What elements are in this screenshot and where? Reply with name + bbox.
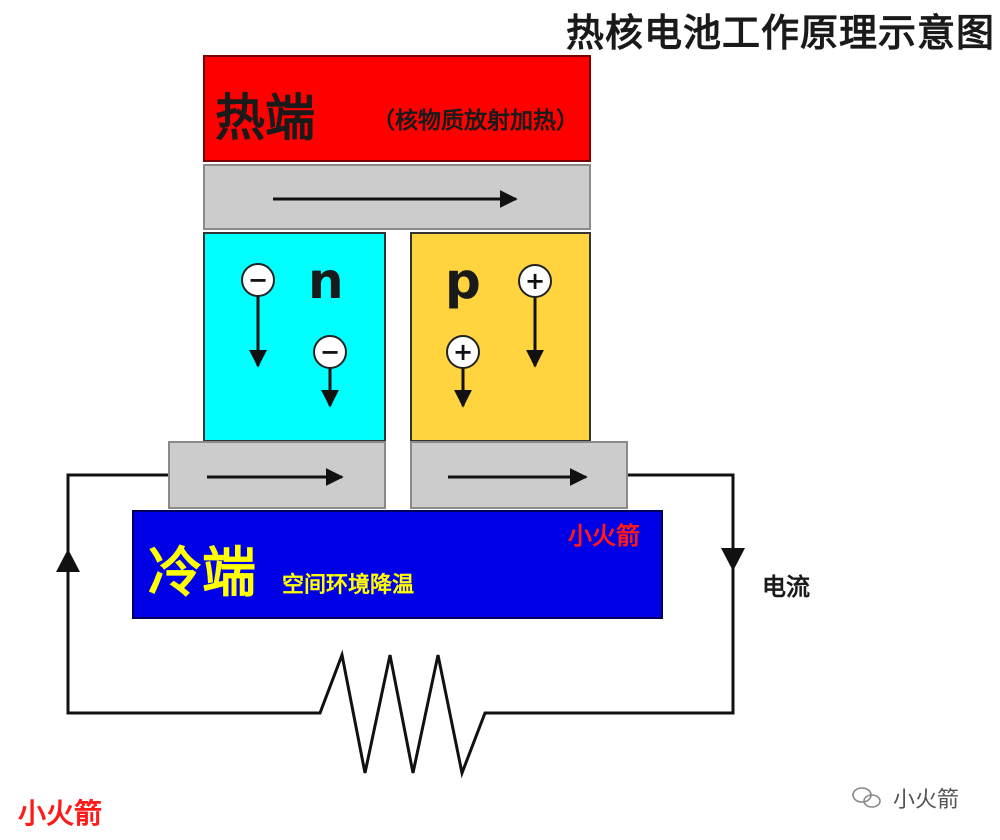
electron-symbol-1: − (248, 266, 268, 294)
current-arrow-left (56, 549, 80, 572)
hot-end-label: 热端 (215, 89, 315, 147)
cold-end-brand: 小火箭 (568, 522, 640, 550)
bottom-right-conductor-plate (410, 441, 628, 509)
cold-end-sublabel: 空间环境降温 (282, 573, 415, 598)
bottom-left-conductor-plate (168, 441, 386, 509)
diagram-title: 热核电池工作原理示意图 (565, 11, 995, 55)
electron-carrier-1 (241, 263, 275, 368)
hot-end-sublabel: （核物质放射加热） (372, 108, 579, 134)
electron-symbol-2: − (320, 338, 340, 366)
brand-bottom: 小火箭 (18, 797, 103, 830)
current-label: 电流 (762, 573, 810, 601)
circuit-wire (66, 473, 735, 779)
watermark-text: 小火箭 (893, 788, 960, 813)
wechat-icon (852, 787, 881, 808)
p-type-block (410, 232, 591, 442)
hole-symbol-1: + (525, 267, 545, 295)
hole-symbol-2: + (453, 338, 473, 366)
n-type-label: n (308, 252, 344, 310)
p-type-label: p (445, 252, 481, 310)
cold-end-label: 冷端 (148, 541, 256, 604)
hole-carrier-2 (446, 335, 480, 408)
top-conductor-plate (203, 164, 591, 230)
hole-carrier-1 (518, 264, 552, 368)
cold-end-block (132, 510, 663, 619)
electron-carrier-2 (313, 335, 347, 408)
current-arrow-right (721, 548, 745, 571)
hot-end-block (203, 55, 591, 162)
